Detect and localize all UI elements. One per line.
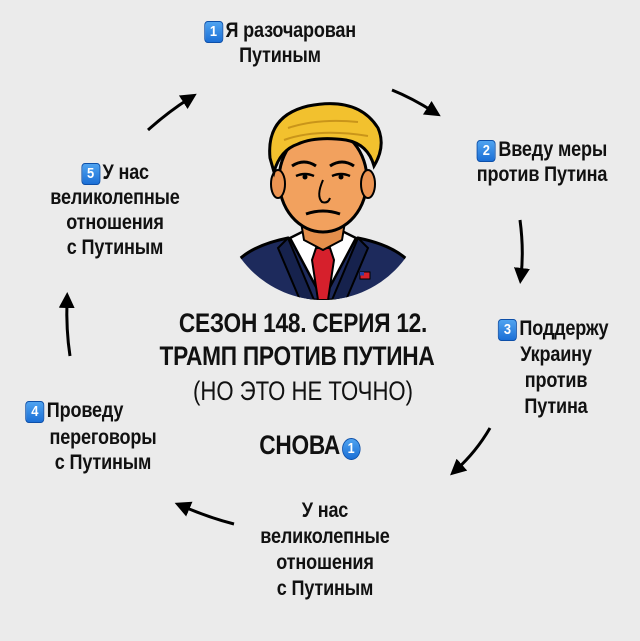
arrow-3-to-bottom [450,427,492,476]
center-title-line-1: СЕЗОН 148. СЕРИЯ 12. [178,308,428,338]
badge-2: 2 [476,140,496,162]
portrait-illustration [221,102,425,300]
arrow-2-to-3 [513,219,530,284]
center-title-line-2: ТРАМП ПРОТИВ ПУТИНА [159,341,435,371]
badge-again: 1 [341,438,361,460]
badge-3: 3 [497,319,517,341]
center-note: (НО ЭТО НЕ ТОЧНО) [192,376,414,406]
step-3-label-cont: Украину против Путина [520,343,592,418]
arrow-5-to-1 [146,93,197,132]
badge-1: 1 [203,21,223,43]
bottom-step-label: У нас великолепные отношения с Путиным [260,499,390,600]
arrow-1-to-2 [391,88,441,117]
arrow-bottom-to-4 [174,501,235,526]
step-4-label-cont: переговоры с Путиным [49,426,157,474]
badge-4: 4 [25,401,45,423]
arrow-4-to-5 [58,292,75,357]
